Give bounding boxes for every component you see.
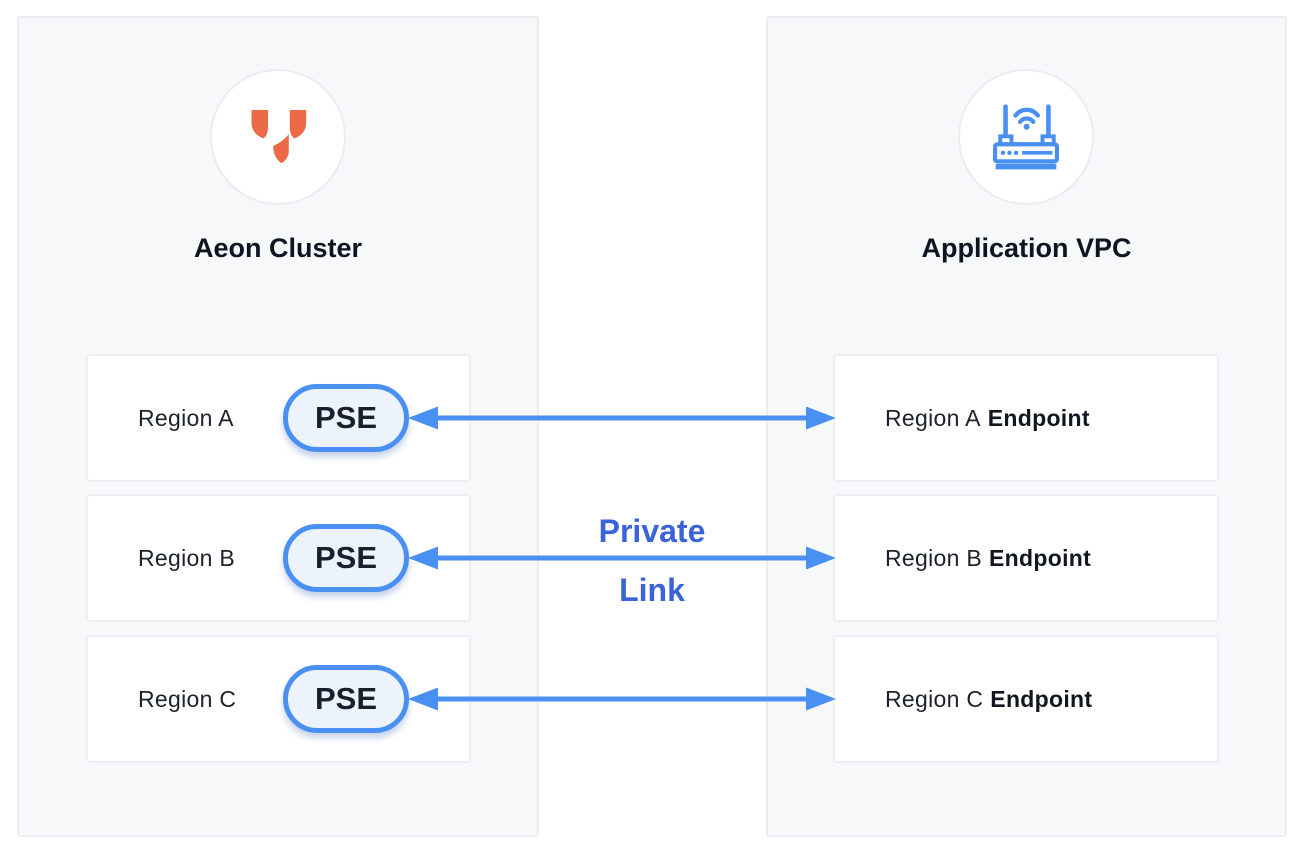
- private-link-label-line2: Link: [619, 572, 685, 608]
- region-b-row: Region B PSE: [86, 494, 471, 622]
- application-vpc-circle: [958, 69, 1094, 205]
- aeon-logo-icon: [251, 110, 306, 164]
- region-c-row: Region C PSE: [86, 635, 471, 763]
- private-link-arrow-c: [408, 687, 836, 711]
- region-c-pse-badge: PSE: [283, 665, 409, 733]
- region-b-label: Region B: [138, 544, 236, 571]
- private-link-arrow-a: [408, 406, 836, 430]
- application-vpc-title: Application VPC: [921, 233, 1132, 263]
- private-link-arrow-b: [408, 546, 836, 570]
- aeon-cluster-title: Aeon Cluster: [193, 233, 363, 263]
- region-a-label: Region A: [138, 404, 234, 431]
- region-b-endpoint-region: Region B: [885, 544, 983, 571]
- region-b-pse-badge: PSE: [283, 524, 409, 592]
- private-link-label-line1: Private: [598, 513, 706, 549]
- aeon-cluster-circle: [210, 69, 346, 205]
- region-c-endpoint-word: Endpoint: [990, 685, 1093, 712]
- region-c-label: Region C: [138, 685, 237, 712]
- router-icon: [993, 104, 1059, 170]
- region-c-endpoint-region: Region C: [885, 685, 984, 712]
- region-a-endpoint-region: Region A: [885, 404, 981, 431]
- region-a-pse-badge: PSE: [283, 384, 409, 452]
- region-b-endpoint-word: Endpoint: [989, 544, 1092, 571]
- region-a-endpoint-word: Endpoint: [987, 404, 1090, 431]
- region-a-row: Region A PSE: [86, 354, 471, 482]
